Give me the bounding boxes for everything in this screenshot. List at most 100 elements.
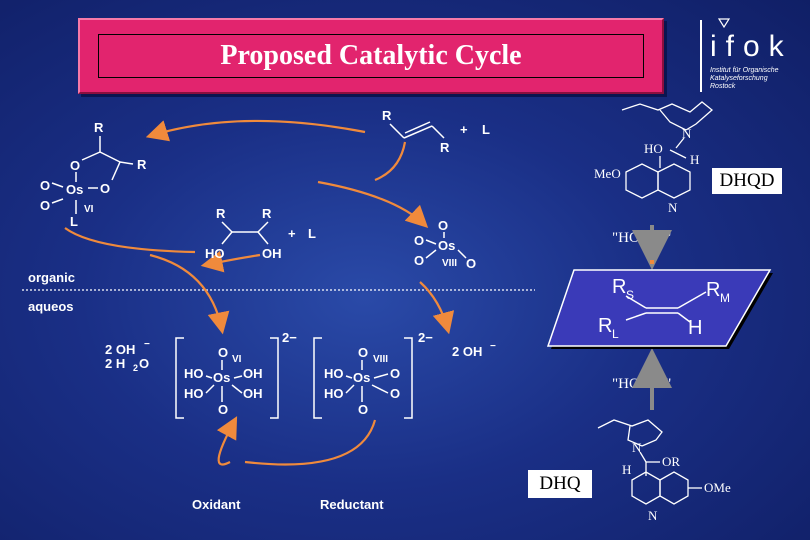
dhq-n1: N xyxy=(632,440,642,455)
osmate-viii-complex: 2− O VIII HO Os O HO O O xyxy=(313,330,433,419)
osmate-viii-ho2: HO xyxy=(324,386,344,401)
arrow-phase-transfer xyxy=(419,281,455,335)
dhqd-structure: N HO H MeO N xyxy=(594,101,714,215)
dhq-or: OR xyxy=(662,454,680,469)
dhqd-n2: N xyxy=(668,200,678,215)
dhq-structure: N H OR OMe N xyxy=(597,419,731,523)
osmate-ester-ligand: L xyxy=(70,214,78,229)
arrow-diol-release xyxy=(200,250,261,273)
osmate-viii-os: Os xyxy=(353,370,370,385)
dhqd-n1: N xyxy=(682,126,692,141)
diol-plus: + xyxy=(288,226,296,241)
oso4-o4: O xyxy=(466,256,476,271)
osmate-viii-oxidation-state: VIII xyxy=(373,354,388,365)
title-frame: Proposed Catalytic Cycle xyxy=(98,34,644,78)
arrow-alkene-in xyxy=(374,141,407,182)
diol-ho: HO xyxy=(205,246,225,261)
hydroxide-left-charge: − xyxy=(144,339,150,350)
plane-rm: R xyxy=(706,279,720,301)
organic-phase-label: organic xyxy=(28,270,75,285)
osmate-vi-o-top: O xyxy=(218,345,228,360)
logo-caption: Institut für Organische Katalyseforschun… xyxy=(710,67,778,91)
attack-bottom-label: "HO OH" xyxy=(612,376,671,392)
hydroxide-right-charge: − xyxy=(490,341,496,352)
page-title: Proposed Catalytic Cycle xyxy=(220,40,522,71)
osmate-ester-vi: R R O O Os O O VI L xyxy=(40,120,147,229)
osmate-ester-r-top: R xyxy=(94,120,104,135)
osmate-viii-charge: 2− xyxy=(418,330,433,345)
diol-ligand: L xyxy=(308,226,316,241)
arrow-to-os-viii xyxy=(317,180,429,229)
diol-r2: R xyxy=(262,206,272,221)
osmate-ester-o-right: O xyxy=(100,181,110,196)
title-banner: Proposed Catalytic Cycle xyxy=(78,18,664,94)
oso4-o3: O xyxy=(414,253,424,268)
osmate-vi-charge: 2− xyxy=(282,330,297,345)
alkene-plus: + xyxy=(460,122,468,137)
osmate-vi-os: Os xyxy=(213,370,230,385)
hydroxide-left-water: 2 H xyxy=(105,356,125,371)
plane-h: H xyxy=(688,317,702,339)
svg-text:2: 2 xyxy=(133,363,138,373)
hydroxide-left: 2 OH − 2 H 2 O xyxy=(105,339,150,373)
osmate-viii-ho1: HO xyxy=(324,366,344,381)
dhqd-label: DHQD xyxy=(712,168,782,194)
arrow-addition xyxy=(145,119,366,142)
reductant-label: Reductant xyxy=(320,497,384,512)
osmate-vi-o-bottom: O xyxy=(218,402,228,417)
alkene-ligand: L xyxy=(482,122,490,137)
dhqd-h: H xyxy=(690,152,699,167)
dhq-h: H xyxy=(622,462,631,477)
arrow-to-osmate-vi xyxy=(149,253,230,335)
hydroxide-left-oh: 2 OH xyxy=(105,342,135,357)
logo-line-3: Rostock xyxy=(710,83,736,90)
ifok-logo: ifok Institut für Organische Katalysefor… xyxy=(700,16,804,96)
logo-line-2: Katalyseforschung xyxy=(710,75,768,82)
osmate-ester-os: Os xyxy=(66,182,83,197)
diol-oh: OH xyxy=(262,246,282,261)
osmate-viii-o-bottom: O xyxy=(358,402,368,417)
dhqd-meo: MeO xyxy=(594,166,621,181)
osmate-vi-complex: 2− O VI HO Os OH HO OH O xyxy=(175,330,297,419)
arrow-reduction xyxy=(244,419,377,466)
plane-rm-sub: M xyxy=(720,291,730,305)
attack-top-label: "HO OH" xyxy=(612,230,671,246)
diol-product: R R HO OH + L xyxy=(205,206,316,261)
osmate-vi-ho1: HO xyxy=(184,366,204,381)
alkene-substrate: R R + L xyxy=(382,108,490,155)
arrow-vi-hydrolysis xyxy=(64,227,196,254)
plane-rs-sub: S xyxy=(626,288,634,302)
plane-rl: R xyxy=(598,315,612,337)
logo-triangle-icon xyxy=(718,18,730,28)
oso4-o2: O xyxy=(414,233,424,248)
plane-rl-sub: L xyxy=(612,327,619,341)
alkene-r-bottom: R xyxy=(440,140,450,155)
osmate-viii-o-right2: O xyxy=(390,386,400,401)
dhq-ome: OMe xyxy=(704,480,731,495)
hydroxide-right-oh: 2 OH xyxy=(452,344,482,359)
mnemonic-plane: R S R M R L H xyxy=(546,269,773,349)
dhqd-ho: HO xyxy=(644,141,663,156)
osmate-vi-ho2: HO xyxy=(184,386,204,401)
oso4-o1: O xyxy=(438,218,448,233)
logo-line-1: Institut für Organische xyxy=(710,67,779,74)
diol-r1: R xyxy=(216,206,226,221)
osmate-vi-oxidation-state: VI xyxy=(232,354,242,365)
osmate-viii-o-right: O xyxy=(390,366,400,381)
dhq-n2: N xyxy=(648,508,658,523)
osmate-ester-oxidation-state: VI xyxy=(84,204,94,215)
osmate-ester-r-right: R xyxy=(137,157,147,172)
osmate-viii-o-top: O xyxy=(358,345,368,360)
hydroxide-left-water-o: O xyxy=(139,356,149,371)
dhq-label: DHQ xyxy=(528,470,592,498)
oso4-oxidation-state: VIII xyxy=(442,258,457,269)
osmate-ester-o-oxo2: O xyxy=(40,198,50,213)
oxidant-label: Oxidant xyxy=(192,497,241,512)
aqueous-phase-label: aqueos xyxy=(28,299,74,314)
logo-wordmark: ifok xyxy=(710,30,793,63)
osmate-ester-o-left: O xyxy=(70,158,80,173)
osmate-vi-oh1: OH xyxy=(243,366,263,381)
osmium-tetroxide: O O Os O O VIII xyxy=(414,218,476,271)
oso4-os: Os xyxy=(438,238,455,253)
